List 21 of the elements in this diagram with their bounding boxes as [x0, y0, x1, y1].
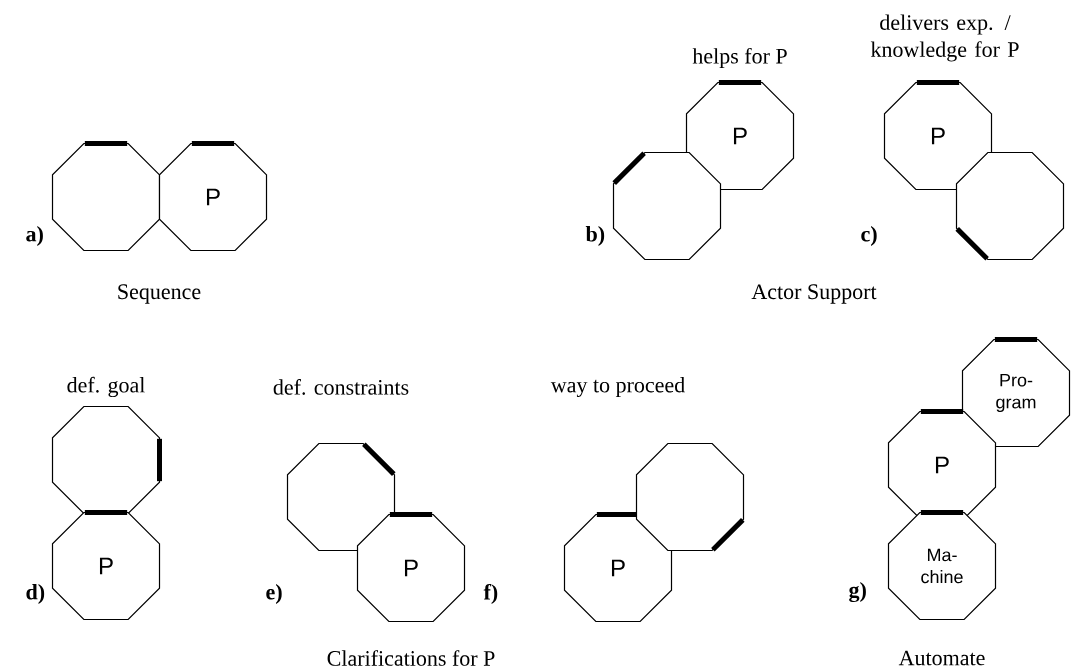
octagon: P — [883, 80, 993, 191]
empty-octagon — [612, 151, 722, 261]
octagon: P — [356, 512, 466, 623]
octagon: P — [887, 409, 997, 520]
panel-letter: g) — [849, 581, 866, 603]
empty-octagon — [955, 151, 1065, 261]
octagon: P — [158, 141, 268, 252]
panel-letter: e) — [266, 584, 282, 604]
caption: Actor Support — [751, 284, 877, 304]
octagon: P — [51, 510, 161, 621]
empty-octagon — [286, 442, 396, 552]
octagon: Pro- gram — [961, 337, 1071, 448]
caption: Sequence — [118, 284, 201, 304]
empty-octagon — [635, 442, 745, 552]
empty-octagon — [51, 405, 162, 515]
octagon: P — [685, 80, 795, 191]
octagon: P — [563, 512, 673, 623]
empty-octagon — [51, 141, 161, 252]
caption: Automate — [898, 650, 985, 666]
octagon: Ma- chine — [887, 510, 997, 621]
panel-letter: c) — [861, 226, 877, 246]
